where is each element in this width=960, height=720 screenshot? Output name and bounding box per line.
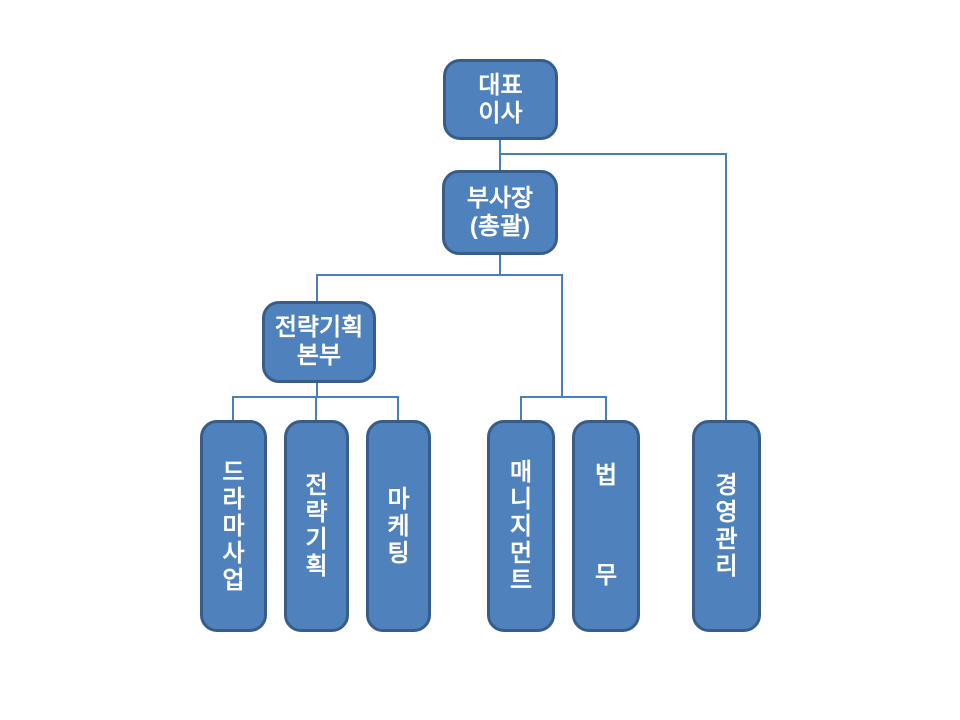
connector-vp-children-horizontal [316, 274, 563, 276]
connector-management-drop [520, 396, 522, 420]
node-ceo: 대표 이사 [443, 59, 558, 140]
connector-ceo-vp [499, 140, 501, 170]
node-strategic-planning-hq: 전략기획 본부 [262, 301, 376, 383]
node-marketing: 마 케 팅 [366, 420, 431, 632]
connector-strategy-drop [315, 396, 317, 420]
node-vice-president: 부사장 (총괄) [442, 170, 558, 255]
connector-middle-horizontal [520, 396, 607, 398]
node-business-administration: 경 영 관 리 [692, 420, 761, 632]
connector-middle-stem [561, 274, 563, 398]
node-legal: 법 무 [572, 420, 640, 632]
node-management: 매 니 지 먼 트 [487, 420, 555, 632]
connector-marketing-drop [397, 396, 399, 420]
connector-ceo-admin-horizontal [500, 153, 727, 155]
connector-legal-drop [605, 396, 607, 420]
connector-drama-drop [232, 396, 234, 420]
node-drama-business: 드 라 마 사 업 [200, 420, 267, 632]
node-strategic-planning: 전 략 기 획 [284, 420, 349, 632]
connector-vp-stem [499, 255, 501, 276]
connector-admin-vertical [725, 153, 727, 420]
connector-hq-drop [316, 274, 318, 301]
connector-hq-stem [316, 383, 318, 397]
